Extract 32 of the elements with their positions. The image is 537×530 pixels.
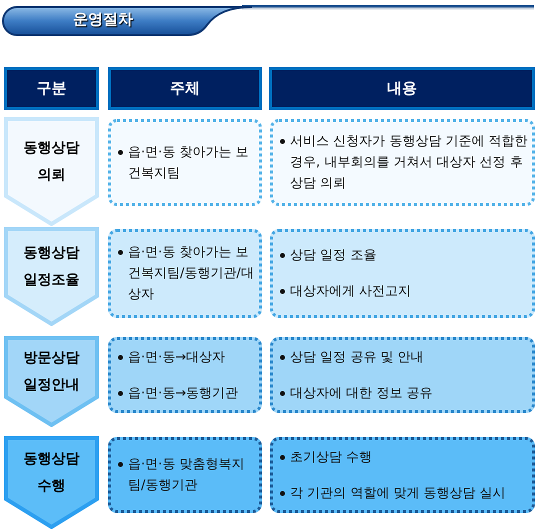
step-label: 방문상담 일정안내	[24, 348, 80, 394]
info-panel	[108, 119, 262, 206]
title-text: 운영절차	[73, 10, 133, 29]
list-item-text: 읍·면·동→동행기관	[128, 384, 240, 402]
list-item-text: 상담 일정 조율	[290, 247, 378, 265]
column-header: 내용	[269, 67, 535, 110]
list-item-text: 읍·면·동→대상자	[128, 348, 226, 366]
process-step	[4, 336, 99, 427]
info-panel	[270, 337, 535, 413]
list-item-text: 서비스 신청자가 동행상담 기준에 적합한 경우, 내부회의를 거쳐서 대상자 선정 후 상담 의뢰	[290, 133, 528, 193]
info-panel	[270, 119, 535, 206]
process-step	[4, 227, 99, 326]
step-label: 동행상담 의뢰	[24, 138, 80, 184]
column-header: 주체	[108, 67, 262, 110]
list-item-text: 읍·면·동 찾아가는 보건복지팀	[128, 144, 250, 182]
info-panel	[108, 337, 262, 413]
list-item-text: 대상자에게 사전고지	[290, 283, 412, 301]
list-item-text: 초기상담 수행	[290, 448, 374, 466]
process-step	[4, 436, 99, 529]
list-item-text: 읍·면·동 찾아가는 보건복지팀/동행기관/대상자	[128, 244, 255, 304]
info-panel	[270, 437, 535, 513]
info-panel	[270, 229, 535, 318]
list-item-text: 상담 일정 공유 및 안내	[290, 348, 425, 366]
info-panel	[108, 229, 262, 318]
list-item-text: 읍·면·동 맞춤형복지팀/동행기관	[128, 456, 246, 495]
step-label: 동행상담 일정조율	[24, 244, 80, 290]
step-label: 동행상담 수행	[24, 450, 80, 496]
list-item-text: 대상자에 대한 정보 공유	[290, 384, 434, 402]
process-step	[4, 117, 99, 226]
column-header: 구분	[4, 67, 99, 110]
list-item-text: 각 기관의 역할에 맞게 동행상담 실시	[290, 484, 507, 502]
info-panel	[108, 437, 262, 513]
